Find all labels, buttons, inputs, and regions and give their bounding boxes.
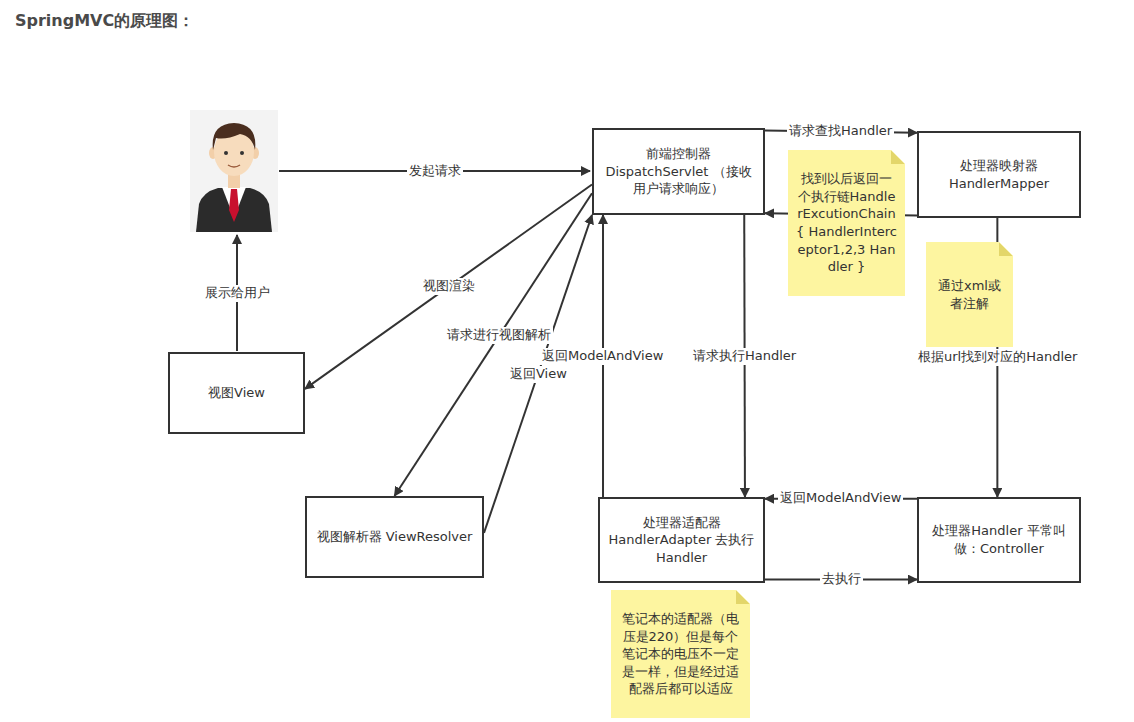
flow-label: 发起请求 [407, 163, 463, 180]
eye [240, 151, 244, 155]
note-text: 找到以后返回一个执行链HandlerExcutionChain{ Handler… [796, 170, 897, 275]
edge-label: 返回ModelAndView [540, 348, 665, 365]
edge-label: 请求执行Handler [691, 348, 798, 365]
eye [224, 151, 228, 155]
flow-arrow [484, 215, 592, 533]
sticky-note: 笔记本的适配器（电压是220）但是每个笔记本的电压不一定是一样，但是经过适配器后… [611, 590, 750, 718]
edge-label: 请求进行视图解析 [445, 327, 553, 344]
edge-label: 请求查找Handler [787, 123, 894, 140]
tie [229, 189, 239, 222]
edge-label: 根据url找到对应的Handler [916, 349, 1079, 366]
figure-ground [190, 110, 278, 232]
edge-label: 去执行 [820, 571, 863, 588]
suit [196, 188, 272, 232]
edge-label: 视图渲染 [421, 278, 477, 295]
edge-label: 返回View [508, 366, 569, 383]
box-text: 前端控制器 DispatchServlet （接收用户请求响应） [602, 145, 755, 198]
diagram-title: SpringMVC的原理图： [15, 11, 194, 32]
adapter-box: 处理器适配器 HandlerAdapter 去执行Handler [598, 497, 765, 583]
note-fold [736, 590, 750, 604]
box-text: 视图View [208, 384, 265, 402]
box-text: 处理器映射器 HandlerMapper [927, 157, 1071, 192]
mouth [228, 165, 240, 167]
edge-label: 返回ModelAndView [778, 490, 903, 507]
note-text: 笔记本的适配器（电压是220）但是每个笔记本的电压不一定是一样，但是经过适配器后… [619, 610, 742, 698]
controller-box: 前端控制器 DispatchServlet （接收用户请求响应） [592, 128, 765, 215]
user-figure [190, 110, 278, 232]
sticky-note: 找到以后返回一个执行链HandlerExcutionChain{ Handler… [788, 150, 905, 296]
resolver-box: 视图解析器 ViewResolver [305, 496, 484, 578]
flow-arrow [395, 193, 593, 496]
view-box: 视图View [168, 352, 305, 434]
hair [213, 123, 256, 150]
note-fold [891, 150, 905, 164]
box-text: 视图解析器 ViewResolver [317, 528, 473, 546]
flow-label: 展示给用户 [203, 285, 272, 302]
note-text: 通过xml或者注解 [934, 277, 1005, 312]
mapper-box: 处理器映射器 HandlerMapper [917, 131, 1081, 218]
box-text: 处理器Handler 平常叫做：Controller [927, 522, 1071, 557]
sticky-note: 通过xml或者注解 [926, 242, 1013, 347]
box-text: 处理器适配器 HandlerAdapter 去执行Handler [608, 514, 755, 567]
handler-box: 处理器Handler 平常叫做：Controller [917, 497, 1081, 583]
note-fold [999, 242, 1013, 256]
